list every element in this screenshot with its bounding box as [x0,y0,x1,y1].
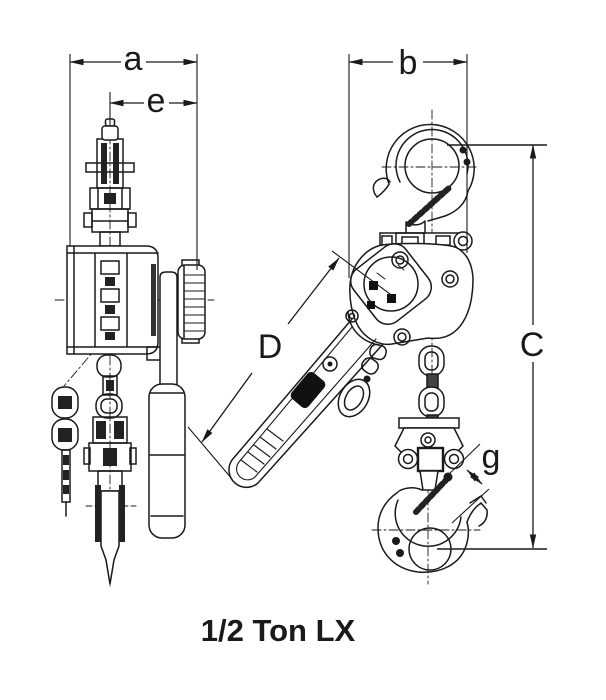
dimension-e-label: e [147,82,166,120]
front-bottom-yoke [394,417,465,491]
side-lever-handle [148,271,186,539]
front-gear-case [345,242,474,346]
side-handwheel [177,259,206,344]
dimension-C: C [437,144,547,550]
side-top-hook [83,118,137,247]
dimension-e: e [109,82,198,124]
dimension-a: a [69,40,198,270]
dimension-C-label: C [520,326,545,364]
front-top-hook [372,123,475,234]
dimension-g-label: g [482,438,501,476]
dimension-b: b [348,44,468,278]
side-slack-chain [51,386,79,517]
dimension-b-label: b [399,44,418,82]
front-lever [228,318,384,489]
front-slack-chain [337,343,387,418]
dimension-g: g [445,438,501,524]
hoist-front-view [228,109,488,585]
brake-cover [349,242,433,326]
front-bottom-hook [377,472,488,573]
side-gear-body [66,245,166,361]
dimension-D-label: D [258,328,283,366]
dimension-a-label: a [124,40,143,78]
dimension-D: D [187,250,395,480]
figure-caption: 1/2 Ton LX [201,613,356,648]
hoist-side-view [51,117,215,589]
front-load-chain [418,345,445,429]
side-bottom-hook [83,354,137,585]
dimension-annotations: a e b C D g [69,40,547,550]
